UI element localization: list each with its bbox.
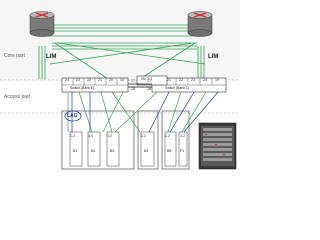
module-name: F1 [180,149,185,153]
module-name: B5 [167,149,172,153]
switch-right-name: Switch (Bank C) [165,86,190,90]
isl-port-left-b: 18 [131,87,135,91]
isl-port-right-b: 18 [147,87,151,91]
port-label: 20 [109,78,113,82]
port-label: 19 [215,78,219,82]
module-port-label: 1,2 [141,134,146,138]
network-diagram: Core part Access part LIM LIM 24 23 22 2… [0,11,240,170]
port-label: 24 [65,78,69,82]
port-label: 23 [191,78,195,82]
port-label: 23 [76,78,80,82]
port-label: 19 [120,78,124,82]
module-name: B3 [110,149,115,153]
isl-port-right-a: 17 [147,79,151,83]
port-label: 21 [98,78,102,82]
access-links [67,91,219,133]
router-left-icon [29,11,55,37]
diagram-canvas [0,11,240,170]
isl-label: ISL 1:1 [141,77,153,81]
blade-modules [69,131,188,167]
lag-ellipse [64,110,82,122]
lim-right-label: LIM [208,54,219,60]
module-name: B1 [73,149,78,153]
module-port-label: 1,2 [107,134,112,138]
port-label: 22 [87,78,91,82]
access-section-label: Access part [4,94,31,100]
module-name: B2 [91,149,96,153]
module-port-label: 1,2 [180,134,185,138]
router-uplinks [38,46,205,79]
module-port-label: 1,2 [165,134,170,138]
port-label: 22 [179,78,183,82]
switch-left-name: Switch (Bank E) [70,86,95,90]
cabinet-mid [137,110,159,170]
lim-left-label: LIM [46,54,57,60]
lag-label: LAG [67,113,78,119]
equipment-rack-image [198,122,237,170]
isl-box [136,75,168,86]
port-label: 21 [167,78,171,82]
cabinet-right [161,110,190,170]
isl-port-left-a: 17 [131,79,135,83]
module-port-label: 3,4 [88,134,93,138]
core-section-label: Core part [4,53,25,59]
module-name: B4 [144,149,149,153]
port-label: 24 [203,78,207,82]
router-interconnect [42,24,206,80]
router-right-icon [187,11,213,37]
module-port-label: 1,2 [70,134,75,138]
cabinet-left [61,110,135,170]
